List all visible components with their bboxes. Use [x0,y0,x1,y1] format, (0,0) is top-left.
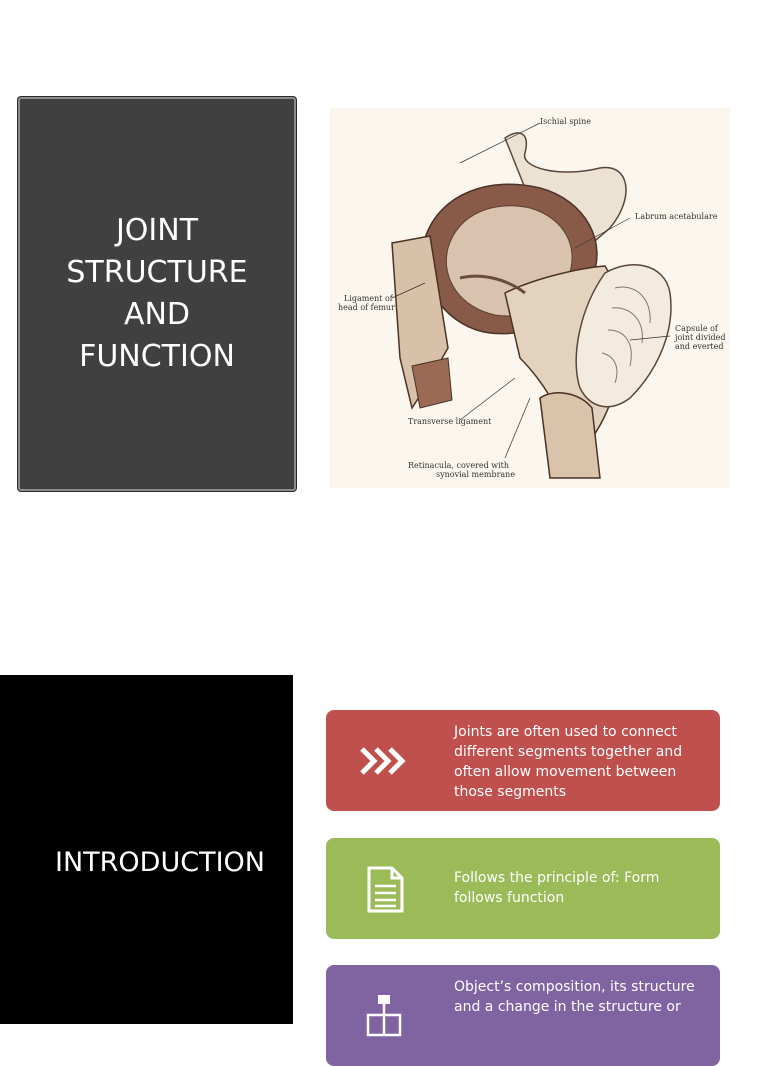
label-ischial-spine: Ischial spine [540,117,591,126]
hip-joint-illustration: Ischial spine Labrum acetabulare Ligamen… [330,108,730,488]
card-text: Follows the principle of: Form follows f… [454,870,660,906]
slide-title: JOINT STRUCTURE AND FUNCTION [37,210,277,378]
label-capsule: Capsule of [675,324,718,333]
label-labrum: Labrum acetabulare [635,212,718,221]
label-retinacula: synovial membrane [436,470,516,479]
info-card: Follows the principle of: Form follows f… [326,838,720,939]
document-icon [360,864,410,914]
hip-joint-drawing [391,122,672,479]
slide-1: JOINT STRUCTURE AND FUNCTION [18,97,730,491]
intro-panel [0,675,293,1024]
title-line: FUNCTION [79,339,235,374]
intro-title: INTRODUCTION [55,847,265,878]
label-retinacula: Retinacula, covered with [408,461,510,470]
label-ligament-head: Ligament of [344,294,393,303]
label-capsule: joint divided [675,333,726,342]
title-line: AND [123,297,191,332]
chevrons-right-icon [360,736,410,786]
label-transverse-ligament: Transverse ligament [408,417,492,426]
card-text: Joints are often used to connect differe… [454,724,683,800]
title-line: STRUCTURE [66,255,248,290]
title-box: JOINT STRUCTURE AND FUNCTION [18,97,296,491]
slide-2: INTRODUCTION Joints are often used to co… [0,675,768,1066]
hierarchy-icon [360,991,410,1041]
info-card: Object’s composition, its structure and … [326,965,720,1066]
label-capsule: and everted [675,342,724,351]
label-ligament-head: head of femur [338,303,395,312]
info-card: Joints are often used to connect differe… [326,710,720,811]
card-text: Object’s composition, its structure and … [454,979,695,1015]
title-line: JOINT [115,213,199,248]
